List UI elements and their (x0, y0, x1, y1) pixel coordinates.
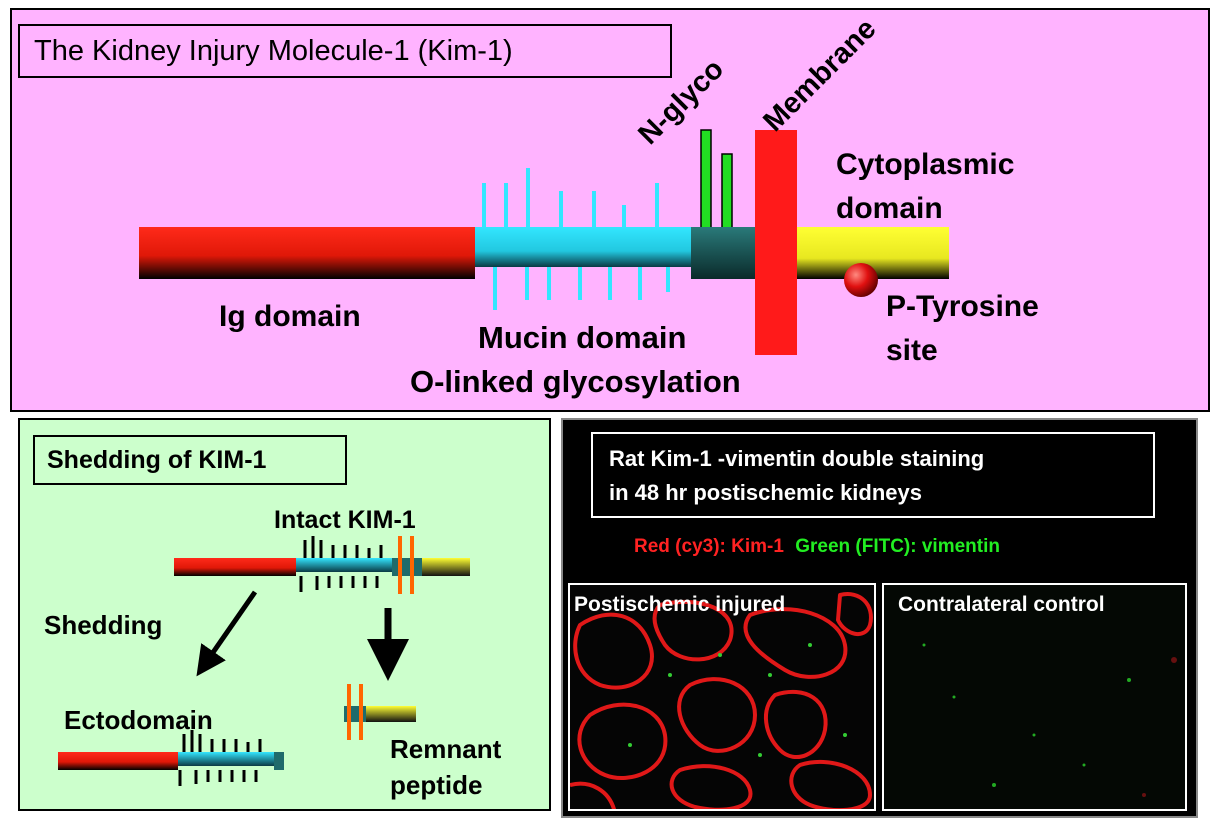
n-glyco-label: N-glyco (632, 53, 730, 151)
mucin-domain-label: Mucin domain (478, 320, 687, 355)
stain-legend: Red (cy3): Kim-1 Green (FITC): vimentin (634, 536, 1000, 558)
ig-domain-bar (139, 227, 475, 279)
membrane-bar (755, 130, 797, 355)
membrane-label: Membrane (757, 13, 882, 138)
ectodomain-label: Ectodomain (64, 705, 213, 735)
o-linked-label: O-linked glycosylation (410, 364, 741, 399)
staining-caption-line2: in 48 hr postischemic kidneys (609, 480, 923, 505)
intact-kim1-molecule (174, 536, 470, 594)
shedding-label: Shedding (44, 610, 163, 640)
intact-kim1-label: Intact KIM-1 (274, 506, 416, 534)
control-micrograph (922, 643, 1177, 797)
injured-label: Postischemic injured (574, 593, 786, 616)
staining-caption-line1: Rat Kim-1 -vimentin double staining (609, 446, 985, 471)
p-tyrosine-label-line2: site (886, 334, 938, 367)
shedding-title-box: Shedding of KIM-1 (33, 435, 347, 485)
ig-domain-label: Ig domain (219, 300, 361, 333)
stalk-bar (691, 227, 755, 279)
control-label: Contralateral control (898, 593, 1105, 616)
shedding-arrow-diagonal (196, 590, 258, 677)
kim1-structure-diagram: N-glyco Membrane (139, 13, 949, 355)
cytoplasmic-label-line2: domain (836, 192, 943, 225)
postischemic-injured-image: Postischemic injured (568, 583, 876, 811)
shedding-title: Shedding of KIM-1 (47, 446, 267, 474)
injured-micrograph (570, 592, 873, 809)
shedding-diagram (58, 536, 470, 786)
diagram-title: The Kidney Injury Molecule-1 (Kim-1) (18, 24, 672, 78)
mucin-domain-bar (475, 227, 691, 267)
legend-red: Red (cy3): Kim-1 (634, 536, 784, 557)
staining-caption-box: Rat Kim-1 -vimentin double staining in 4… (591, 432, 1155, 518)
legend-green: Green (FITC): vimentin (795, 536, 1000, 557)
remnant-label-line1: Remnant (390, 734, 502, 764)
ectodomain-molecule (58, 730, 284, 786)
cytoplasmic-label-line1: Cytoplasmic (836, 148, 1015, 181)
p-tyrosine-ball (844, 263, 878, 297)
o-glycan-spikes (482, 168, 670, 310)
contralateral-control-image: Contralateral control (882, 583, 1187, 811)
remnant-peptide-molecule (344, 684, 416, 740)
p-tyrosine-label-line1: P-Tyrosine (886, 290, 1039, 323)
remnant-label-line2: peptide (390, 770, 483, 800)
